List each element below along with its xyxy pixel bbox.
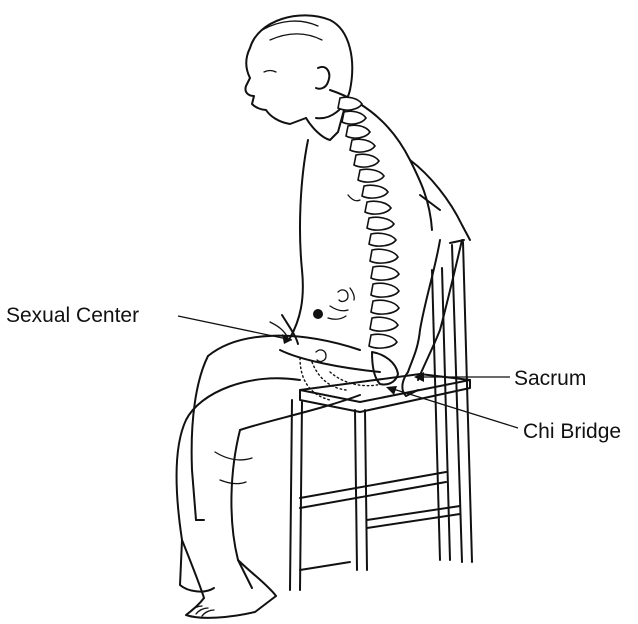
legs <box>177 336 361 618</box>
spine <box>330 97 399 385</box>
head <box>245 15 352 124</box>
sexual-center-label: Sexual Center <box>6 304 139 327</box>
sexual-center-leader <box>178 316 292 340</box>
chi-bridge-label: Chi Bridge <box>523 420 621 443</box>
callout-chi-bridge: Chi Bridge <box>386 386 621 443</box>
navel-point <box>313 309 323 319</box>
chi-bridge-leader <box>390 388 518 428</box>
sacrum-label: Sacrum <box>514 367 586 390</box>
chi-bridge-arrowhead <box>386 386 397 395</box>
